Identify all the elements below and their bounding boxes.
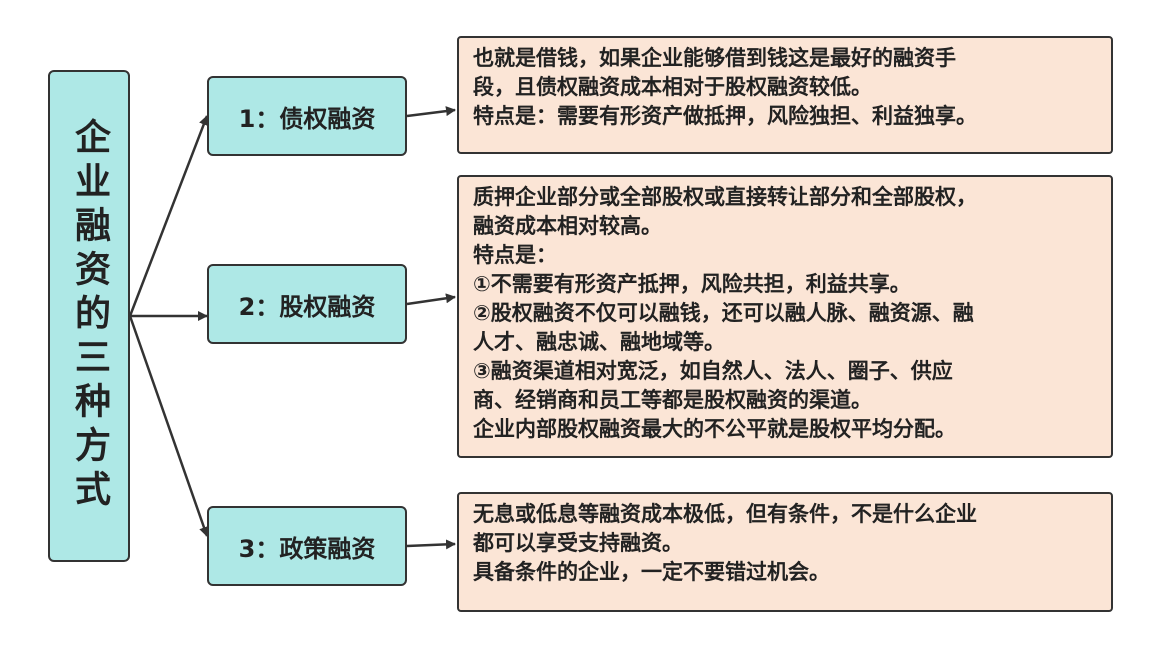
method-node-policy: 3：政策融资 <box>207 506 407 586</box>
description-line: ①不需要有形资产抵押，风险共担，利益共享。 <box>473 272 911 296</box>
description-line: 无息或低息等融资成本极低，但有条件，不是什么企业 <box>473 502 977 526</box>
description-line: 人才、融忠诚、融地域等。 <box>473 330 725 354</box>
description-line: 具备条件的企业，一定不要错过机会。 <box>473 560 830 584</box>
root-node: 企业融资的三种方式 <box>48 70 130 562</box>
method-description-debt: 也就是借钱，如果企业能够借到钱这是最好的融资手 段，且债权融资成本相对于股权融资… <box>457 36 1113 154</box>
branch-arrow-3 <box>128 315 209 537</box>
detail-arrow-1 <box>406 106 456 118</box>
description-line: ②股权融资不仅可以融钱，还可以融人脉、融资源、融 <box>473 301 974 325</box>
description-line: 质押企业部分或全部股权或直接转让部分和全部股权， <box>473 185 977 209</box>
description-line: 也就是借钱，如果企业能够借到钱这是最好的融资手 <box>473 46 956 70</box>
description-line: 都可以享受支持融资。 <box>473 531 683 555</box>
description-line: ③融资渠道相对宽泛，如自然人、法人、圈子、供应 <box>473 359 953 383</box>
branch-arrow-1 <box>128 115 209 317</box>
description-line: 特点是： <box>473 243 557 267</box>
method-label: 1：债权融资 <box>238 104 376 133</box>
detail-arrow-3 <box>406 539 456 550</box>
method-label: 2：股权融资 <box>238 292 376 321</box>
method-node-equity: 2：股权融资 <box>207 264 407 344</box>
method-description-equity: 质押企业部分或全部股权或直接转让部分和全部股权， 融资成本相对较高。 特点是： … <box>457 175 1113 458</box>
method-node-debt: 1：债权融资 <box>207 76 407 156</box>
root-title: 企业融资的三种方式 <box>69 118 110 514</box>
description-line: 商、经销商和员工等都是股权融资的渠道。 <box>473 388 872 412</box>
description-line: 企业内部股权融资最大的不公平就是股权平均分配。 <box>473 417 956 441</box>
description-line: 段，且债权融资成本相对于股权融资较低。 <box>473 75 872 99</box>
detail-arrow-2 <box>406 293 456 306</box>
description-line: 特点是：需要有形资产做抵押，风险独担、利益独享。 <box>473 104 977 128</box>
method-label: 3：政策融资 <box>238 534 376 563</box>
description-line: 融资成本相对较高。 <box>473 214 662 238</box>
method-description-policy: 无息或低息等融资成本极低，但有条件，不是什么企业 都可以享受支持融资。 具备条件… <box>457 492 1113 612</box>
